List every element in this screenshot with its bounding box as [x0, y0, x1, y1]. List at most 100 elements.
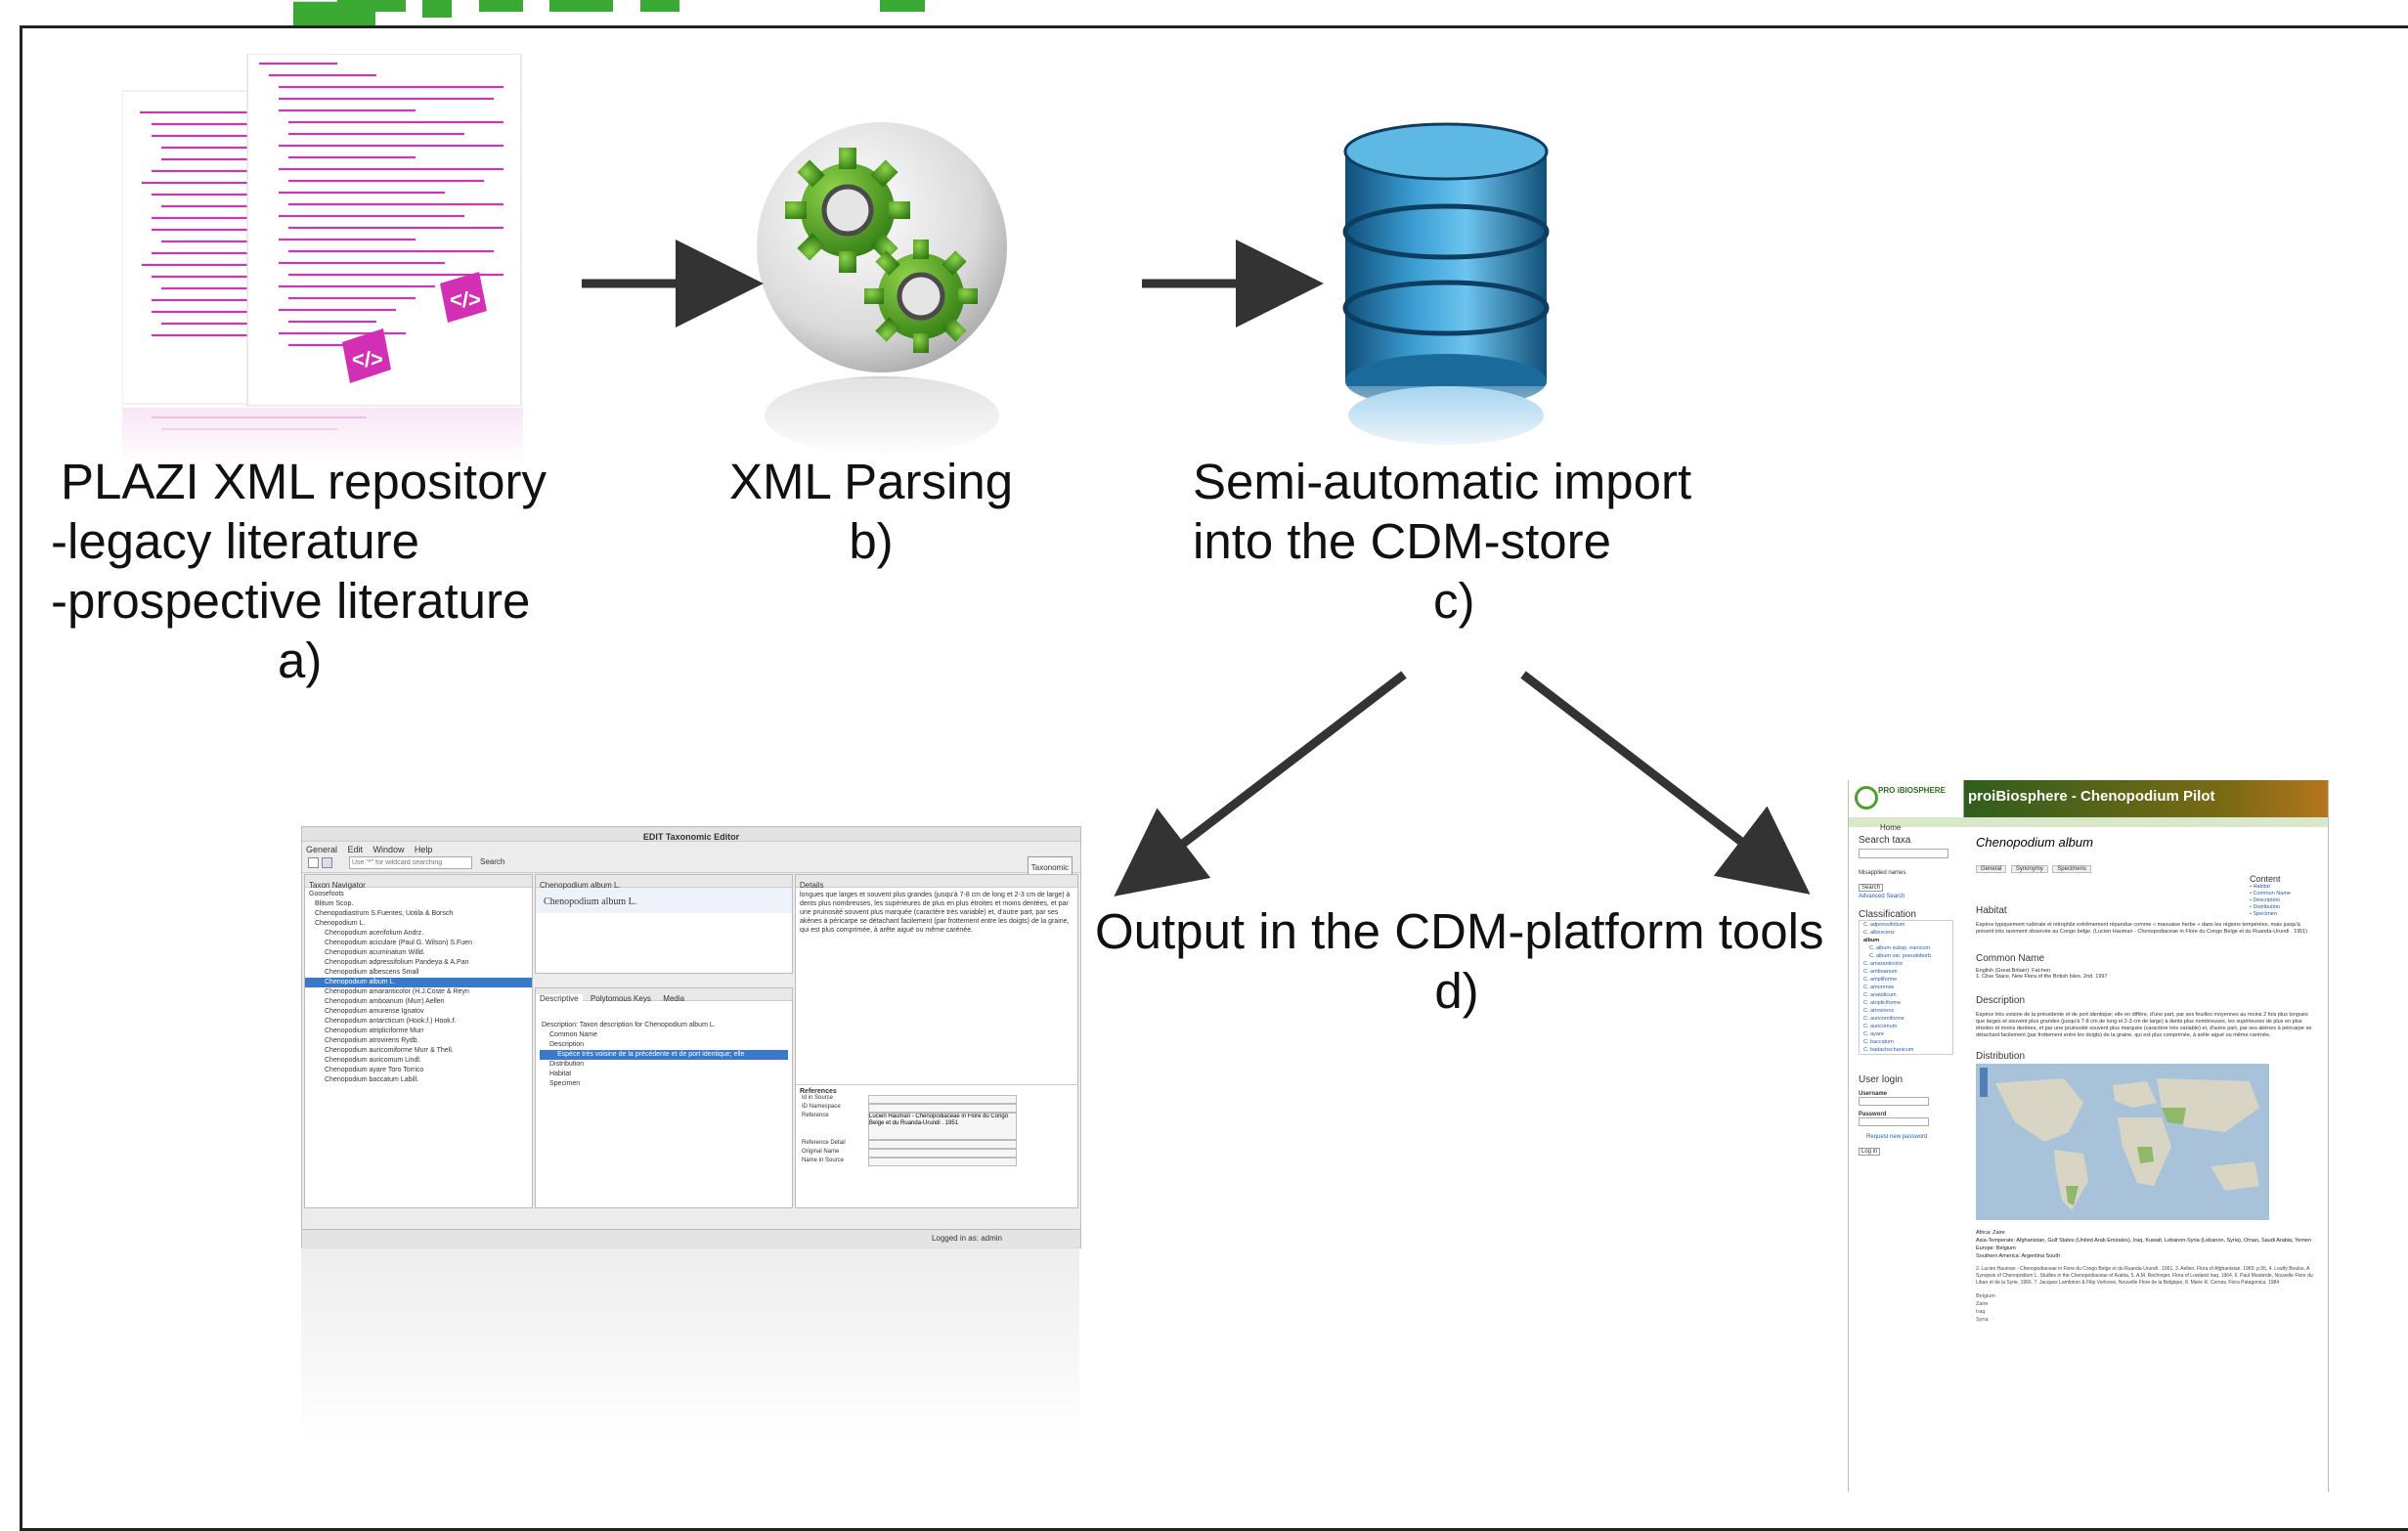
classification-item[interactable]: C. auricomum: [1863, 1024, 1898, 1029]
menu-edit[interactable]: Edit: [347, 845, 363, 854]
taxon-tree-item[interactable]: Chenopodium atripliciforme Murr: [325, 1028, 424, 1034]
reference-field-input[interactable]: [868, 1149, 1017, 1158]
navigator-tab[interactable]: Taxon Navigator: [305, 875, 532, 890]
classification-item[interactable]: C. amurense: [1863, 984, 1895, 990]
tab-synonymy[interactable]: Synonymy: [2010, 865, 2048, 873]
caption-a-line-3: -prospective literature: [51, 573, 531, 629]
classification-item[interactable]: C. album var. pseudoborb: [1869, 953, 1931, 959]
taxon-tree-item[interactable]: Chenopodium amboanum (Murr) Aellen: [325, 998, 445, 1005]
title-fragment-2: [422, 0, 452, 18]
classification-item[interactable]: C. badachschanicum: [1863, 1047, 1914, 1053]
classification-item[interactable]: album: [1863, 938, 1880, 943]
reference-field-input[interactable]: [868, 1140, 1017, 1149]
description-tree-item[interactable]: Specimen: [549, 1080, 581, 1087]
tab-media[interactable]: Media: [663, 994, 685, 1003]
classification-item[interactable]: C. baccatum: [1863, 1039, 1894, 1045]
references-heading[interactable]: References: [800, 1088, 837, 1095]
content-link[interactable]: • Distribution: [2250, 904, 2280, 910]
taxon-tree-item[interactable]: Chenopodium amurense Ignatov: [325, 1008, 424, 1015]
taxon-tree-item[interactable]: Chenopodium auricomiforme Murr & Thell.: [325, 1047, 454, 1054]
classification-item[interactable]: C. atripliciforme: [1863, 1000, 1902, 1006]
caption-b-line-1: XML Parsing: [729, 454, 1014, 509]
taxon-tree-item[interactable]: Chenopodium acuminatum Willd.: [325, 949, 425, 956]
taxon-tree-item[interactable]: Blitum Scop.: [315, 900, 354, 907]
classification-item[interactable]: C. amaranticolor: [1863, 961, 1904, 967]
editor-menubar: General Edit Window Help: [302, 842, 1080, 854]
request-password-link[interactable]: Request new password: [1866, 1134, 1928, 1140]
description-tree-item[interactable]: Espèce très voisine de la précédente et …: [540, 1050, 788, 1060]
tab-polytomous-keys[interactable]: Polytomous Keys: [591, 994, 651, 1003]
description-tree-item[interactable]: Description: [549, 1041, 585, 1048]
classification-item[interactable]: C. auricomiforme: [1863, 1016, 1905, 1022]
specimen-line: Syria: [1976, 1317, 1989, 1323]
classification-item[interactable]: C. album subsp. iranicum: [1869, 945, 1931, 951]
name-editor-pane: Chenopodium album L. Chenopodium album L…: [535, 874, 793, 974]
classification-item[interactable]: C. ayare: [1863, 1031, 1884, 1037]
classification-item[interactable]: C. albescens: [1863, 930, 1895, 936]
menu-general[interactable]: General: [306, 845, 338, 854]
toolbar-new-icon[interactable]: [308, 857, 319, 868]
classification-item[interactable]: C. ampliforme: [1863, 977, 1898, 983]
taxon-tree-item[interactable]: Chenopodium album L.: [305, 978, 532, 987]
taxon-tree-item[interactable]: Chenopodium acerifolium Andrz.: [325, 930, 424, 937]
toolbar-save-icon[interactable]: [322, 857, 332, 868]
taxon-tree-item[interactable]: Chenopodium adpressifolium Pandeya & A.P…: [325, 959, 469, 966]
description-tree-item[interactable]: Common Name: [549, 1031, 598, 1038]
taxon-tree-item[interactable]: Chenopodium atrovirens Rydb.: [325, 1037, 419, 1044]
portal-banner: proiBiosphere - Chenopodium Pilot: [1968, 788, 2215, 805]
login-button[interactable]: Log in: [1859, 1148, 1881, 1156]
details-tab[interactable]: Details: [796, 875, 1077, 890]
misapplied-checkbox[interactable]: Misapplied names: [1859, 870, 1906, 876]
taxon-tree-item[interactable]: Chenopodium antarcticum (Hook.f.) Hook.f…: [325, 1018, 457, 1025]
classification-item[interactable]: C. adpressifolium: [1863, 922, 1905, 928]
accepted-name-row[interactable]: Chenopodium album L.: [536, 888, 792, 913]
menu-help[interactable]: Help: [414, 845, 433, 854]
reference-field-label: Reference: [802, 1113, 829, 1118]
taxon-tree-item[interactable]: Goosefoots: [309, 891, 344, 897]
taxon-tree-item[interactable]: Chenopodium ayare Toro Torrico: [325, 1067, 424, 1073]
description-tree-item[interactable]: Habitat: [549, 1071, 572, 1077]
perspective-label: Taxonomic: [1030, 863, 1069, 872]
taxon-tree-item[interactable]: Chenopodium L.: [315, 920, 366, 927]
content-heading: Content: [2250, 874, 2281, 884]
taxa-search-input[interactable]: [1859, 849, 1948, 858]
content-link[interactable]: • Habitat: [2250, 884, 2270, 890]
content-link[interactable]: • Description: [2250, 897, 2280, 903]
classification-item[interactable]: C. anatolicum: [1863, 992, 1897, 998]
taxon-tree-item[interactable]: Chenopodiastrum S.Fuentes, Uotila & Bors…: [315, 910, 454, 917]
distribution-heading: Distribution: [1976, 1051, 2026, 1062]
content-link[interactable]: • Specimen: [2250, 911, 2277, 917]
taxon-tree-item[interactable]: Chenopodium baccatum Labill.: [325, 1076, 419, 1083]
taxon-tree-item[interactable]: Chenopodium amaranticolor (H.J.Coste & R…: [325, 988, 469, 995]
advanced-search-link[interactable]: Advanced Search: [1859, 894, 1905, 899]
tab-descriptive[interactable]: Descriptive: [536, 994, 583, 1003]
username-input[interactable]: [1859, 1097, 1929, 1106]
menu-window[interactable]: Window: [372, 845, 405, 854]
distribution-map[interactable]: [1976, 1064, 2269, 1220]
nav-home[interactable]: Home: [1880, 823, 1902, 832]
details-text[interactable]: longues que larges et souvent plus grand…: [796, 888, 1077, 1085]
name-editor-tab[interactable]: Chenopodium album L.: [536, 875, 792, 890]
description-tree-item[interactable]: Distribution: [549, 1061, 585, 1068]
search-button[interactable]: Search: [480, 857, 505, 866]
taxon-tree-item[interactable]: Chenopodium aciculare (Paul G. Wilson) S…: [325, 940, 472, 946]
content-link[interactable]: • Common Name: [2250, 891, 2291, 897]
reference-field-input[interactable]: [868, 1104, 1017, 1113]
portal-search-button[interactable]: Search: [1859, 884, 1884, 892]
login-status: Logged in as: admin: [931, 1234, 1002, 1243]
classification-item[interactable]: C. atrovirens: [1863, 1008, 1895, 1014]
perspective-switch[interactable]: Taxonomic: [1027, 856, 1073, 876]
reference-field-input[interactable]: Lucien Hauman - Chenopodiaceae in Flore …: [868, 1113, 1017, 1140]
search-input[interactable]: [349, 856, 472, 869]
password-input[interactable]: [1859, 1117, 1929, 1126]
tab-general[interactable]: General: [1976, 865, 2007, 873]
taxon-tree-item[interactable]: Chenopodium auricomum Lindl.: [325, 1057, 421, 1064]
taxon-tree-item[interactable]: Chenopodium albescens Small: [325, 969, 419, 976]
reference-field-input[interactable]: [868, 1158, 1017, 1166]
classification-item[interactable]: C. amboanum: [1863, 969, 1898, 975]
reference-field-input[interactable]: [868, 1095, 1017, 1104]
description-tree-item[interactable]: Description: Taxon description for Cheno…: [542, 1022, 716, 1028]
tab-specimens[interactable]: Specimens: [2052, 865, 2091, 873]
gears-icon: [745, 122, 1019, 459]
